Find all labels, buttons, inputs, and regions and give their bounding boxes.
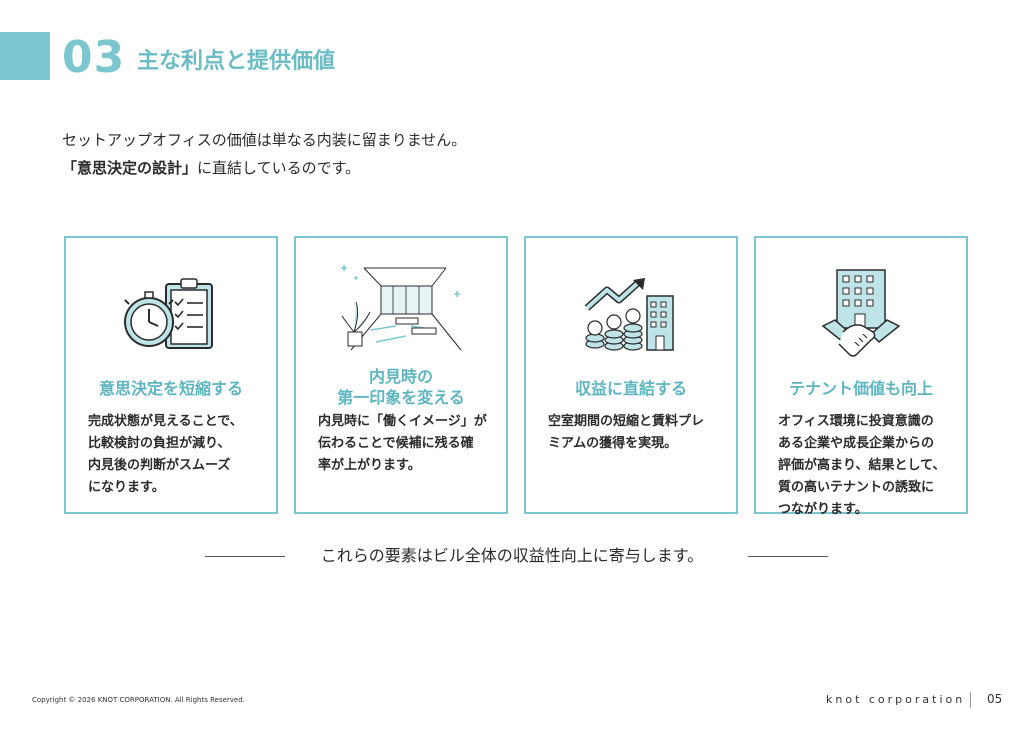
summary-text: これらの要素はビル全体の収益性向上に寄与します。 <box>320 546 704 565</box>
card-title: 収益に直結する <box>574 379 687 398</box>
revenue-growth-icon <box>526 258 736 373</box>
intro-line-2-rest: に直結しているのです。 <box>197 159 361 177</box>
card-description: 完成状態が見えることで、 比較検討の負担が減り、 内見後の判断がスムーズ になり… <box>88 414 243 495</box>
benefit-cards: 意思決定を短縮する 完成状態が見えることで、 比較検討の負担が減り、 内見後の判… <box>64 236 968 517</box>
office-interior-icon <box>296 256 506 356</box>
section-number: 03 <box>62 32 126 83</box>
section-title: 主な利点と提供価値 <box>137 49 336 74</box>
benefit-card-decision: 意思決定を短縮する 完成状態が見えることで、 比較検討の負担が減り、 内見後の判… <box>64 236 278 514</box>
header-accent-bar <box>0 32 50 80</box>
benefit-card-impression: 内見時の 第一印象を変える 内見時に「働くイメージ」が 伝わることで候補に残る確… <box>294 236 508 514</box>
card-description: オフィス環境に投資意識の ある企業や成長企業からの 評価が高まり、結果として、 … <box>778 414 946 517</box>
intro-line-2: 「意思決定の設計」に直結しているのです。 <box>62 154 466 182</box>
handshake-building-icon <box>756 258 966 373</box>
card-title: 意思決定を短縮する <box>98 379 243 398</box>
card-title: 内見時の 第一印象を変える <box>337 367 465 407</box>
card-title: テナント価値も向上 <box>788 379 933 398</box>
summary-rule-right <box>748 556 828 557</box>
card-description: 内見時に「働くイメージ」が 伝わることで候補に残る確 率が上がります。 <box>318 414 487 473</box>
intro-text: セットアップオフィスの価値は単なる内装に留まりません。 「意思決定の設計」に直結… <box>62 126 466 182</box>
footer-divider <box>970 692 971 708</box>
summary-statement: これらの要素はビル全体の収益性向上に寄与します。 <box>0 543 1024 569</box>
intro-line-1: セットアップオフィスの価値は単なる内装に留まりません。 <box>62 131 467 149</box>
page-number: 05 <box>987 692 1003 706</box>
benefit-card-tenant: テナント価値も向上 オフィス環境に投資意識の ある企業や成長企業からの 評価が高… <box>754 236 968 517</box>
intro-emphasis: 「意思決定の設計」 <box>62 159 198 177</box>
card-description: 空室期間の短縮と賃料プレ ミアムの獲得を実現。 <box>548 414 705 451</box>
benefit-card-revenue: 収益に直結する 空室期間の短縮と賃料プレ ミアムの獲得を実現。 <box>524 236 738 514</box>
summary-rule-left <box>205 556 285 557</box>
brand-name: knot corporation <box>826 693 966 706</box>
copyright-text: Copyright © 2026 KNOT CORPORATION. All R… <box>32 696 245 704</box>
stopwatch-clipboard-icon <box>66 258 276 373</box>
